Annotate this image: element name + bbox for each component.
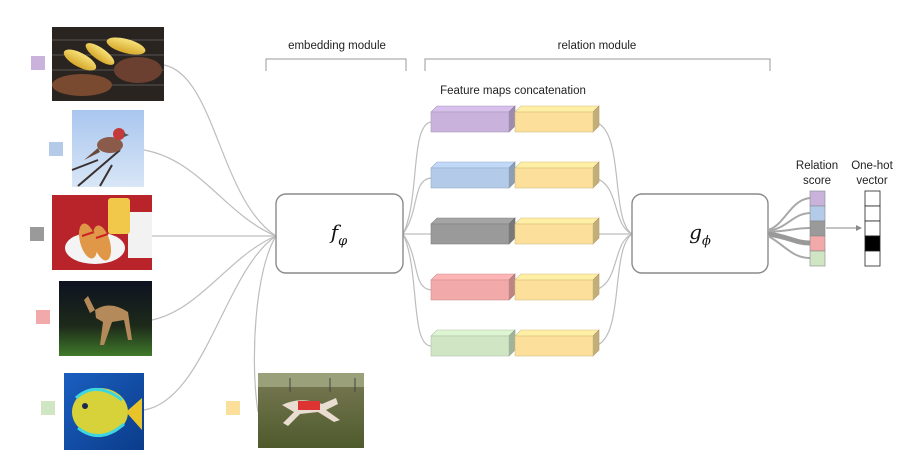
score-fan: [767, 197, 811, 259]
onehot-vector-column: [864, 190, 881, 267]
class-square-green: [41, 401, 55, 415]
feature-maps-label: Feature maps concatenation: [440, 85, 586, 97]
query-feature-map-1: [514, 105, 600, 133]
embedding-module-box: [275, 193, 404, 274]
embedding-module-bracket: [265, 58, 407, 71]
running-dog-image: [258, 373, 364, 448]
relation-score-label-line2: score: [803, 175, 831, 187]
bird-image: [71, 110, 144, 187]
class-square-yellow: [226, 401, 240, 415]
dog-image: [59, 281, 152, 356]
query-feature-map-2: [514, 161, 600, 189]
fish-image: [64, 373, 144, 450]
relation-score-column: [809, 190, 826, 267]
corn-grill-image: [52, 27, 164, 101]
class-square-purple: [31, 56, 45, 70]
onehot-label-line1: One-hot: [851, 160, 893, 172]
feature-map-gray: [430, 217, 516, 245]
onehot-cell-5: [864, 250, 881, 267]
query-feature-map-5: [514, 329, 600, 357]
relation-module-bracket: [424, 58, 771, 71]
class-square-gray: [30, 227, 44, 241]
feature-map-green: [430, 329, 516, 357]
g-phi-symbol: gϕ: [689, 220, 711, 249]
class-square-blue: [49, 142, 63, 156]
onehot-cell-1: [864, 190, 881, 207]
embedding-module-label: embedding module: [288, 40, 386, 52]
query-feature-map-4: [514, 273, 600, 301]
feature-map-red: [430, 273, 516, 301]
onehot-cell-2: [864, 205, 881, 222]
onehot-cell-4: [864, 235, 881, 252]
class-square-red: [36, 310, 50, 324]
score-cell-green: [809, 250, 826, 267]
score-cell-red: [809, 235, 826, 252]
input-connection-curves: [143, 64, 277, 413]
relation-module-box: [631, 193, 769, 274]
relation-score-label-line1: Relation: [796, 160, 838, 172]
score-cell-gray: [809, 220, 826, 237]
feature-map-purple: [430, 105, 516, 133]
relation-module-label: relation module: [558, 40, 637, 52]
feature-map-blue: [430, 161, 516, 189]
hotdog-image: [52, 195, 152, 270]
onehot-label-line2: vector: [856, 175, 887, 187]
query-feature-map-3: [514, 217, 600, 245]
embedding-connection-curves: [402, 121, 432, 347]
onehot-cell-3: [864, 220, 881, 237]
score-cell-purple: [809, 190, 826, 207]
feature-map-pairs: [430, 105, 600, 357]
score-cell-blue: [809, 205, 826, 222]
relation-connection-curves: [594, 121, 633, 347]
